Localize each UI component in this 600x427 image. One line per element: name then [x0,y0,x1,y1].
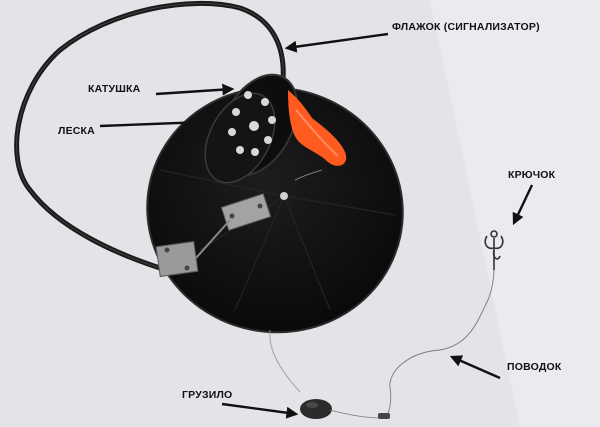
bracket-plate-upper [220,193,272,231]
flag-arrow [284,32,389,53]
label-reel: КАТУШКА [88,83,141,95]
label-leader: ПОВОДОК [507,361,562,373]
label-hook: КРЮЧОК [508,169,556,181]
sinker-weight [300,399,332,419]
treble-hook [484,230,504,270]
reel-arrow [155,83,235,96]
label-line: ЛЕСКА [58,125,95,137]
reel-spool [204,73,299,184]
swivel [378,413,390,419]
label-sinker: ГРУЗИЛО [182,389,232,401]
line-arrow [99,116,207,129]
orange-flag [288,90,347,166]
bracket-plate [155,240,199,278]
leader-arrow [449,355,501,380]
fishing-line [269,329,301,393]
label-flag: ФЛАЖОК (СИГНАЛИЗАТОР) [392,21,540,33]
hook-arrow [512,184,534,226]
sinker-arrow [221,402,299,419]
